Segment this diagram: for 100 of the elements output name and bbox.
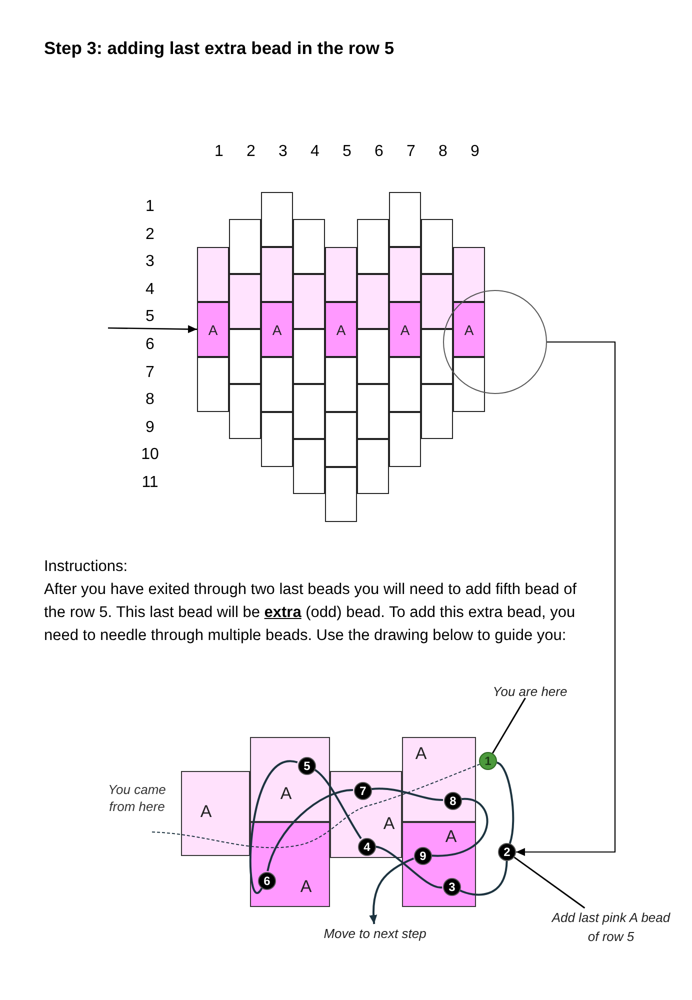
step-number: 1	[479, 752, 497, 770]
step-number: 3	[443, 878, 461, 896]
thread-path	[250, 760, 298, 894]
column-number: 9	[470, 142, 480, 162]
bead	[325, 357, 357, 412]
bead	[197, 247, 229, 302]
thread-arrow	[370, 857, 414, 924]
row-number: 4	[144, 280, 156, 300]
bead	[389, 192, 421, 247]
bead	[181, 771, 250, 856]
row-number: 9	[144, 418, 156, 438]
bead-letter: A	[279, 784, 293, 802]
bead-letter: A	[299, 877, 313, 895]
instruction-note: Move to next step	[305, 924, 445, 943]
column-number: 7	[406, 142, 416, 162]
bead	[421, 329, 453, 384]
title: Step 3: adding last extra bead in the row 5	[44, 37, 394, 60]
bead	[421, 384, 453, 439]
bead-letter: A	[271, 320, 283, 340]
thread-path	[266, 789, 354, 872]
row-number: 11	[140, 473, 160, 493]
thread-path	[430, 798, 488, 857]
bead	[325, 302, 357, 357]
step-number: 2	[498, 843, 516, 861]
bead	[357, 274, 389, 329]
bead	[453, 247, 485, 302]
row-number: 2	[144, 224, 156, 245]
arrow	[108, 325, 197, 334]
bead	[325, 412, 357, 467]
bead-letter: A	[382, 814, 396, 832]
bead	[261, 412, 293, 467]
bead	[325, 247, 357, 302]
instructions-text: After you have exited through two last beads you will need to add fifth bead of the row 5. This last bead will be extra (odd) bead. To add this extra bead, you need to needle through multiple beads. Use the drawing below to guide you:	[44, 580, 578, 646]
row-number: 8	[144, 390, 156, 410]
bead	[293, 439, 325, 494]
column-number: 2	[246, 142, 256, 162]
bead-letter: A	[207, 320, 219, 340]
bead	[229, 219, 261, 274]
bead	[402, 822, 476, 907]
bead	[261, 247, 293, 302]
leader-line	[514, 856, 586, 909]
callout-text: Add last pink A bead of row 5	[551, 908, 671, 946]
bead	[402, 737, 476, 822]
step-number: 6	[258, 872, 276, 890]
side-note: You came from here	[107, 781, 167, 815]
bead	[389, 357, 421, 412]
bead	[357, 384, 389, 439]
bead	[421, 274, 453, 329]
row-number: 3	[144, 252, 156, 272]
dashed-thread-path	[152, 764, 480, 848]
thread-path	[496, 762, 514, 844]
instructions-heading: Instructions:	[44, 557, 129, 577]
bead	[389, 247, 421, 302]
step-number: 8	[444, 792, 462, 810]
column-number: 5	[342, 142, 352, 162]
bead	[293, 384, 325, 439]
callout-text: You are here	[478, 682, 582, 701]
bead	[261, 302, 293, 357]
column-number: 6	[374, 142, 384, 162]
bead	[229, 329, 261, 384]
bead	[357, 439, 389, 494]
bead	[250, 737, 330, 822]
bead	[197, 302, 229, 357]
bead	[421, 219, 453, 274]
leader-line	[492, 698, 526, 754]
step-number: 4	[358, 838, 376, 856]
bead	[389, 302, 421, 357]
bead	[229, 274, 261, 329]
bead-letter: A	[399, 320, 411, 340]
bead	[453, 357, 485, 412]
step-number: 5	[298, 757, 316, 775]
bead	[389, 412, 421, 467]
row-number: 7	[144, 362, 156, 383]
thread-path	[313, 768, 362, 840]
thread-path	[458, 860, 508, 896]
bead	[293, 329, 325, 384]
bead	[325, 467, 357, 522]
bead	[197, 357, 229, 412]
bead	[357, 219, 389, 274]
column-number: 3	[278, 142, 288, 162]
bead-letter: A	[444, 827, 458, 845]
bead	[250, 822, 330, 907]
row-number: 6	[144, 335, 156, 355]
step-number: 7	[354, 782, 372, 800]
bead	[261, 357, 293, 412]
bead	[293, 274, 325, 329]
bead	[293, 219, 325, 274]
row-number: 10	[140, 445, 160, 466]
bead-letter: A	[414, 744, 428, 762]
connector-arrow	[516, 341, 616, 856]
step-number: 9	[414, 847, 432, 865]
bead-letter: A	[199, 802, 213, 820]
bead	[330, 771, 402, 858]
row-number: 5	[144, 307, 156, 328]
thread-path	[370, 788, 444, 801]
column-number: 1	[214, 142, 224, 162]
bead-letter: A	[335, 320, 347, 340]
row-number: 1	[144, 197, 156, 217]
bead	[229, 384, 261, 439]
column-number: 8	[438, 142, 448, 162]
